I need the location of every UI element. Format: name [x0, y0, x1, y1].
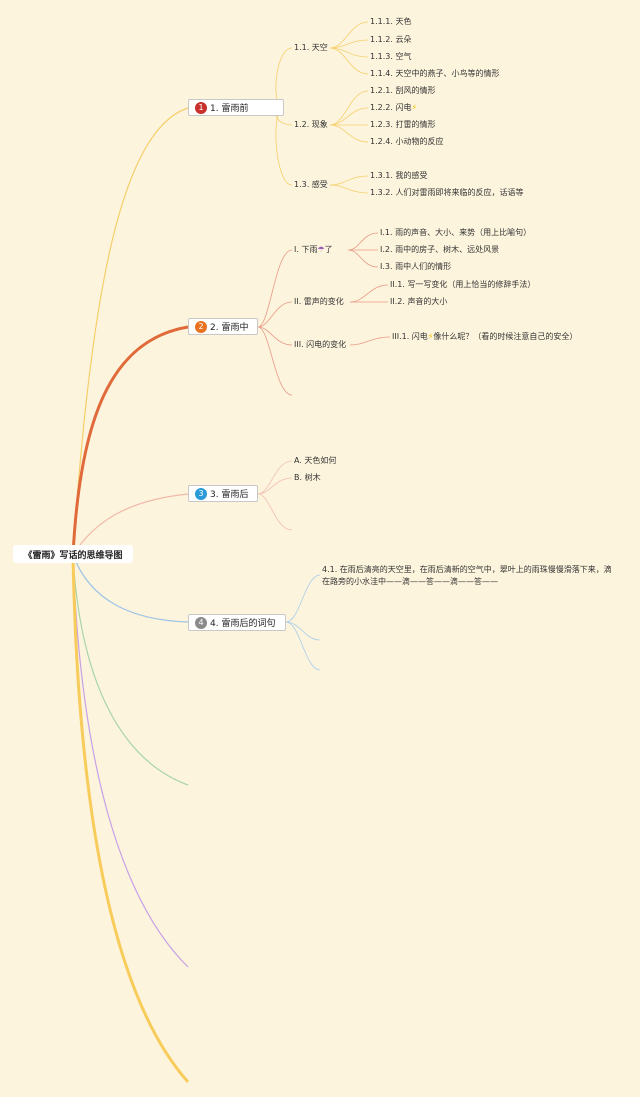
link-root-b2 [71, 325, 189, 556]
b2-sub3-item-1[interactable]: III.1. 闪电⚡像什么呢？（看的时候注意自己的安全） [392, 332, 577, 342]
b1-sub2-item-3[interactable]: 1.2.3. 打雷的情形 [370, 120, 436, 129]
b2-sub1-item-2[interactable]: I.2. 雨中的房子、树木、远处风景 [380, 245, 500, 254]
links-b3 [257, 460, 293, 531]
root-title: 《雷雨》写话的思维导图 [23, 550, 123, 561]
b2-sub2[interactable]: II. 雷声的变化 [294, 297, 344, 306]
branch-3-node[interactable]: 3 3. 雷雨后 [188, 485, 258, 502]
links-b2 [257, 232, 391, 396]
branch-3-badge: 3 [195, 487, 207, 500]
branch-1-badge: 1 [195, 101, 207, 114]
branch-1-node[interactable]: 1 1. 雷雨前 [188, 99, 284, 116]
branch-2-label: 2. 雷雨中 [210, 323, 249, 333]
umbrella-icon: ☂ [317, 245, 325, 254]
b2-sub3-item-1-post: 像什么呢？（看的时候注意自己的安全） [433, 332, 578, 341]
b1-sub1-item-4[interactable]: 1.1.4. 天空中的燕子、小鸟等的情形 [370, 69, 500, 78]
branch-1-label: 1. 雷雨前 [210, 104, 249, 114]
link-root-extra-purple [72, 554, 189, 968]
b1-sub3[interactable]: 1.3. 感受 [294, 180, 328, 189]
b1-sub1-item-1[interactable]: 1.1.1. 天色 [370, 17, 412, 26]
lightning-icon: ⚡ [411, 103, 418, 112]
b2-sub1[interactable]: I. 下雨☂了 [294, 245, 333, 255]
link-root-b3 [72, 493, 189, 556]
links-b1 [275, 21, 369, 194]
b1-sub3-item-1[interactable]: 1.3.1. 我的感受 [370, 171, 428, 180]
b3-item-1[interactable]: A. 天色如何 [294, 456, 337, 465]
branch-4-label: 4. 雷雨后的词句 [210, 619, 276, 629]
b1-sub1[interactable]: 1.1. 天空 [294, 43, 328, 52]
branch-4-badge: 4 [195, 616, 207, 629]
b2-sub2-item-2[interactable]: II.2. 声音的大小 [390, 297, 448, 306]
link-root-b1 [72, 107, 189, 556]
link-root-extra-yellow [71, 554, 190, 1083]
branch-2-node[interactable]: 2 2. 雷雨中 [188, 318, 258, 335]
b2-sub1-item-1[interactable]: I.1. 雨的声音、大小、来势（用上比喻句） [380, 228, 532, 237]
b1-sub2-item-2[interactable]: 1.2.2. 闪电⚡ [370, 103, 417, 113]
b1-sub1-item-3[interactable]: 1.1.3. 空气 [370, 52, 412, 61]
b2-sub1-pre: I. 下雨 [294, 245, 318, 254]
link-root-b4 [72, 554, 189, 623]
b2-sub2-item-1[interactable]: II.1. 写一写变化（用上恰当的修辞手法） [390, 280, 536, 289]
links-b4 [285, 574, 321, 671]
branch-4-node[interactable]: 4 4. 雷雨后的词句 [188, 614, 286, 631]
b2-sub1-post: 了 [324, 245, 333, 254]
b1-sub1-item-2[interactable]: 1.1.2. 云朵 [370, 35, 412, 44]
b2-sub1-item-3[interactable]: I.3. 雨中人们的情形 [380, 262, 452, 271]
b4-item-1[interactable]: 4.1. 在雨后清亮的天空里，在雨后清新的空气中，翠叶上的雨珠慢慢滑落下来，滴在… [322, 565, 612, 586]
b1-sub2[interactable]: 1.2. 现象 [294, 120, 328, 129]
b2-sub3[interactable]: III. 闪电的变化 [294, 340, 347, 349]
b2-sub3-item-1-pre: III.1. 闪电 [392, 332, 428, 341]
lightning-icon: ⚡ [427, 332, 434, 341]
link-root-extra-green [72, 554, 189, 786]
b1-sub3-item-2[interactable]: 1.3.2. 人们对雷雨即将来临的反应，话语等 [370, 188, 524, 197]
b1-sub2-item-1[interactable]: 1.2.1. 刮风的情形 [370, 86, 436, 95]
branch-3-label: 3. 雷雨后 [210, 490, 249, 500]
b3-item-2[interactable]: B. 树木 [294, 473, 321, 482]
b1-sub2-item-2-text: 1.2.2. 闪电 [370, 103, 412, 112]
root-node[interactable]: 《雷雨》写话的思维导图 [13, 545, 133, 563]
branch-2-badge: 2 [195, 320, 207, 333]
b1-sub2-item-4[interactable]: 1.2.4. 小动物的反应 [370, 137, 444, 146]
